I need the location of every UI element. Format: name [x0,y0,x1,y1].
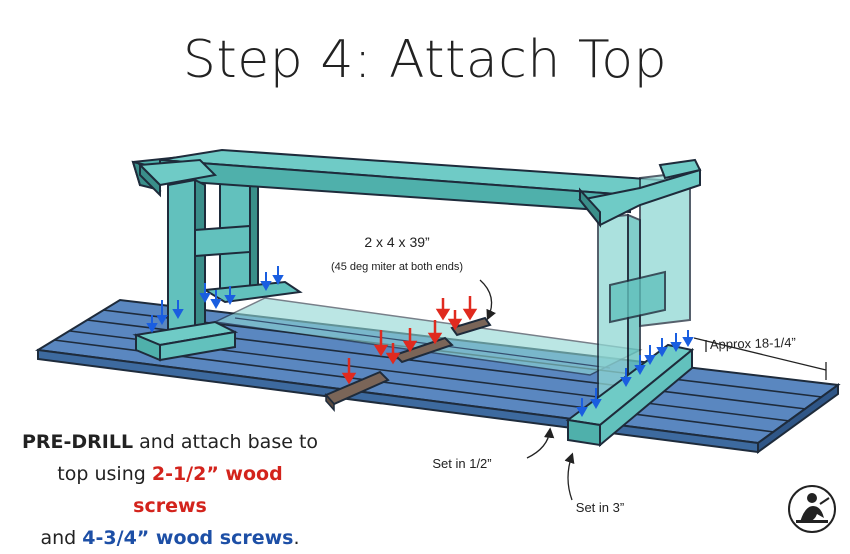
blue-arrow-icon [576,398,588,418]
instruction-line-2: top using 2-1/2” wood screws [20,458,320,522]
callout-leaders [479,279,827,501]
red-screw-spec: 2-1/2” wood screws [133,463,283,517]
red-screw-arrows [341,296,478,385]
instruction-line-1: PRE-DRILL and attach base to [20,426,320,458]
blue-arrow-icon [146,315,158,334]
instruction-line-1-rest: and attach base to [133,431,319,453]
stretcher-size-label: 2 x 4 x 39” [364,234,430,250]
blue-arrow-icon [634,355,646,376]
red-arrow-icon [427,320,443,345]
blue-arrow-icon [644,345,656,366]
blue-arrow-icon [590,388,602,410]
stretcher-note-label: (45 deg miter at both ends) [331,261,463,273]
red-arrow-icon [385,343,401,365]
blue-arrow-icon [156,300,168,326]
blue-arrow-icon [210,290,222,310]
woodworker-logo-icon [788,485,836,533]
red-arrow-icon [447,310,463,331]
red-arrow-icon [373,330,389,357]
blue-screw-spec: 4-3/4” wood screws [82,527,294,549]
blue-arrow-icon [272,266,284,286]
blue-arrow-icon [224,286,236,306]
predrill-emphasis: PRE-DRILL [21,431,134,453]
instruction-line-3: and 4-3/4” wood screws. [20,522,320,554]
blue-arrow-icon [656,338,668,358]
right-leg-assembly [565,158,702,448]
blue-arrow-icon [670,333,682,353]
support-blocks [324,316,492,412]
instructions-text: PRE-DRILL and attach base to top using 2… [20,426,320,554]
set-half-label: Set in 1/2” [432,456,491,471]
blue-arrow-icon [620,368,632,388]
blue-screw-arrows [146,266,694,418]
red-arrow-icon [341,358,357,385]
instruction-line-3-end: . [293,527,300,549]
blue-arrow-icon [682,330,694,348]
instruction-line-3-start: and [40,527,83,549]
instruction-line-2-start: top using [57,463,152,485]
blue-arrow-icon [172,300,184,320]
width-label: Approx 18-1/4” [710,335,796,352]
red-arrow-icon [435,298,451,321]
set-three-label: Set in 3” [576,500,624,515]
blue-arrow-icon [199,283,211,304]
left-leg-assembly [132,158,251,362]
red-arrow-icon [462,296,478,321]
red-arrow-icon [402,328,418,353]
page-title: Step 4: Attach Top [182,30,668,90]
blue-arrow-icon [260,272,272,292]
